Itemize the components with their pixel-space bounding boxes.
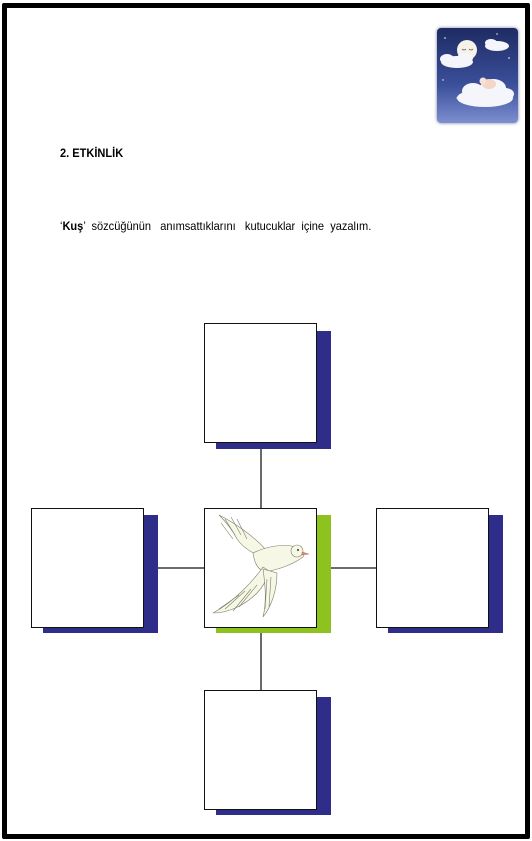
instruction-text: ‘Kuş’ sözcüğünün anımsattıklarını kutucu…: [60, 219, 371, 233]
keyword: Kuş: [62, 219, 83, 233]
bottom-answer-box[interactable]: [204, 690, 317, 810]
connector-top: [260, 446, 262, 508]
sleeping-moon-illustration: [437, 28, 518, 123]
center-bird-box: [204, 508, 317, 628]
instruction-rest: sözcüğünün anımsattıklarını kutucuklar i…: [85, 219, 371, 233]
top-answer-box[interactable]: [204, 323, 317, 443]
dove-icon: [205, 509, 316, 627]
right-answer-box[interactable]: [376, 508, 489, 628]
connector-bottom: [260, 630, 262, 690]
left-answer-box[interactable]: [31, 508, 144, 628]
activity-heading: 2. ETKİNLİK: [60, 146, 123, 160]
